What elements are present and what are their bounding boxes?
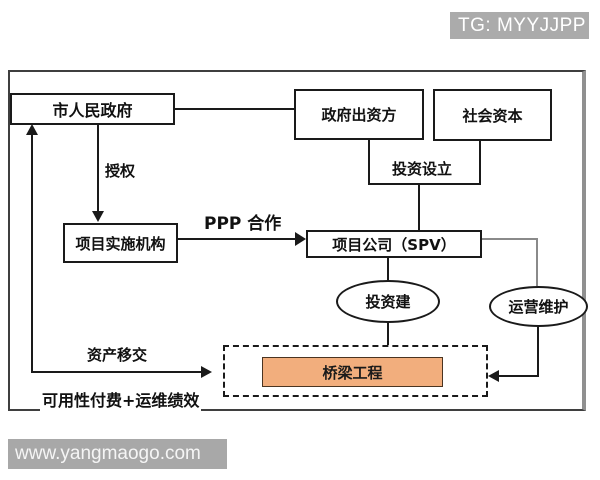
node-invest-build-ellipse: 投资建	[336, 280, 440, 323]
edge-operate-to-bridge	[497, 375, 539, 377]
node-project-company-spv: 项目公司（SPV）	[306, 230, 482, 258]
node-bridge-project: 桥梁工程	[262, 357, 443, 387]
edge-investbuild-to-bridge	[387, 323, 389, 345]
tg-watermark-badge: TG: MYYJJPP	[450, 12, 589, 39]
edge-spv-to-investbuild	[387, 258, 389, 280]
arrowhead-right-to-spv	[295, 232, 306, 246]
edge-feedback-vertical	[31, 134, 33, 373]
label-ppp-cooperation: PPP 合作	[202, 209, 284, 234]
site-watermark-bar: www.yangmaogo.com	[8, 439, 227, 469]
label-invest-establish: 投资设立	[390, 158, 455, 179]
node-implementation-agency: 项目实施机构	[63, 223, 178, 263]
arrowhead-up-to-government	[26, 124, 38, 135]
node-government-investor: 政府出资方	[294, 89, 424, 140]
arrowhead-right-to-bridge	[201, 366, 212, 378]
node-operation-maintenance-ellipse: 运营维护	[489, 286, 588, 327]
node-municipal-government: 市人民政府	[10, 93, 175, 125]
edge-invest-bracket	[368, 183, 481, 185]
edge-asset-transfer	[31, 371, 203, 373]
label-asset-transfer: 资产移交	[85, 344, 150, 365]
node-social-capital: 社会资本	[433, 89, 552, 141]
arrowhead-left-to-bridge	[488, 370, 499, 382]
edge-investor-down	[368, 140, 370, 184]
edge-operate-down	[537, 327, 539, 377]
edge-authorize	[97, 125, 99, 213]
label-authorize: 授权	[103, 160, 138, 181]
edge-spv-to-operate-horizontal	[482, 238, 538, 240]
edge-spv-to-operate-vertical	[536, 238, 538, 286]
label-availability-payment: 可用性付费+运维绩效	[40, 387, 202, 411]
edge-bracket-to-spv	[418, 185, 420, 230]
edge-social-down	[479, 141, 481, 184]
edge-ppp-cooperation	[178, 238, 297, 240]
edge-government-to-investor	[175, 108, 294, 110]
bridge-dashed-container	[223, 345, 488, 397]
arrowhead-down-authorize	[92, 211, 104, 222]
